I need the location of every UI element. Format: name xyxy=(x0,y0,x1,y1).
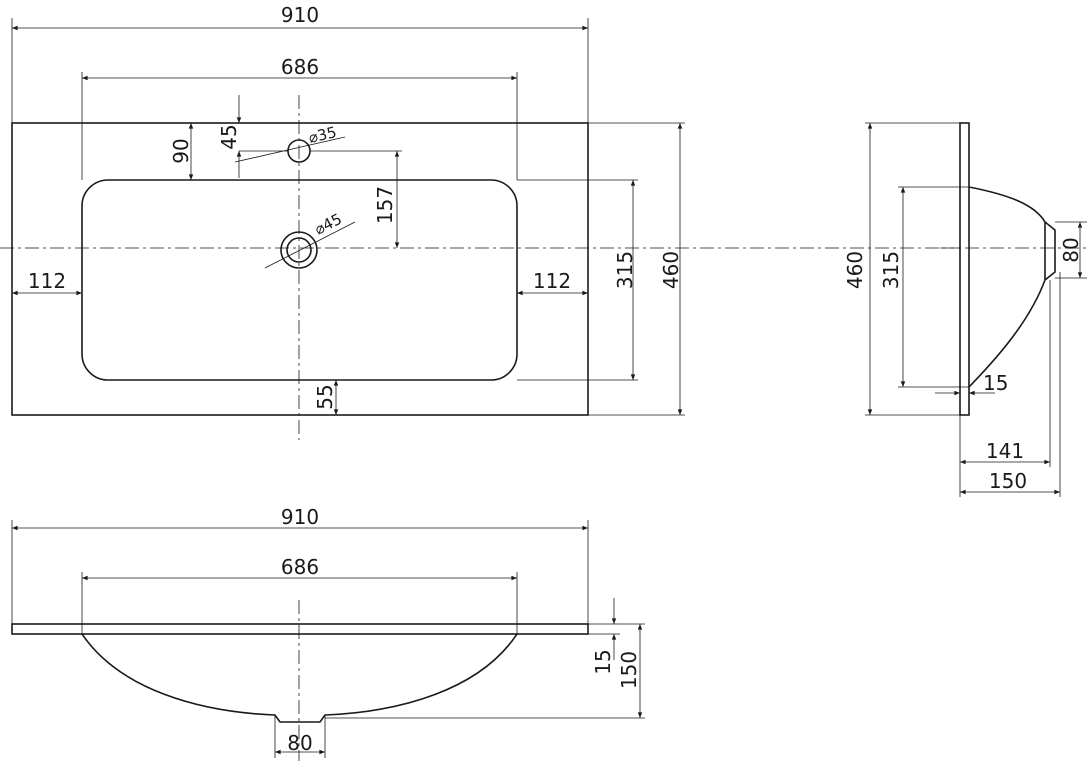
drain-inner xyxy=(286,237,312,263)
dim-top-910: 910 xyxy=(281,3,319,27)
side-dim-141: 141 xyxy=(986,439,1024,463)
front-dim-686: 686 xyxy=(281,555,319,579)
side-dim-15: 15 xyxy=(983,371,1008,395)
side-dim-80: 80 xyxy=(1059,237,1083,262)
front-slab xyxy=(11,623,589,635)
basin-outline xyxy=(81,179,518,381)
side-dim-460: 460 xyxy=(843,251,867,289)
dim-dia-35: ⌀35 xyxy=(307,123,338,147)
front-view: 910 686 15 150 80 xyxy=(11,505,645,761)
side-dim-315: 315 xyxy=(879,251,903,289)
dim-112-left: 112 xyxy=(28,269,66,293)
front-dim-15: 15 xyxy=(591,649,615,674)
side-slab xyxy=(959,122,970,416)
dim-112-right: 112 xyxy=(533,269,571,293)
dim-90: 90 xyxy=(169,138,193,163)
side-basin-profile xyxy=(968,186,1056,388)
dim-top-686: 686 xyxy=(281,55,319,79)
front-dim-910: 910 xyxy=(281,505,319,529)
side-view: 460 315 80 15 141 150 xyxy=(843,122,1087,497)
front-dim-80: 80 xyxy=(287,731,312,755)
dim-dia-45: ⌀45 xyxy=(312,210,345,239)
front-basin-profile xyxy=(81,633,518,723)
dim-157: 157 xyxy=(373,186,397,224)
drain-outer xyxy=(280,231,318,269)
front-dim-150: 150 xyxy=(617,651,641,689)
top-view: 910 686 90 45 ⌀35 157 ⌀45 112 112 315 xyxy=(0,3,960,440)
side-dim-150: 150 xyxy=(989,469,1027,493)
dim-460: 460 xyxy=(659,251,683,289)
dim-45: 45 xyxy=(217,124,241,149)
dim-55: 55 xyxy=(313,384,337,409)
dim-315: 315 xyxy=(613,251,637,289)
countertop-outline xyxy=(11,122,589,416)
